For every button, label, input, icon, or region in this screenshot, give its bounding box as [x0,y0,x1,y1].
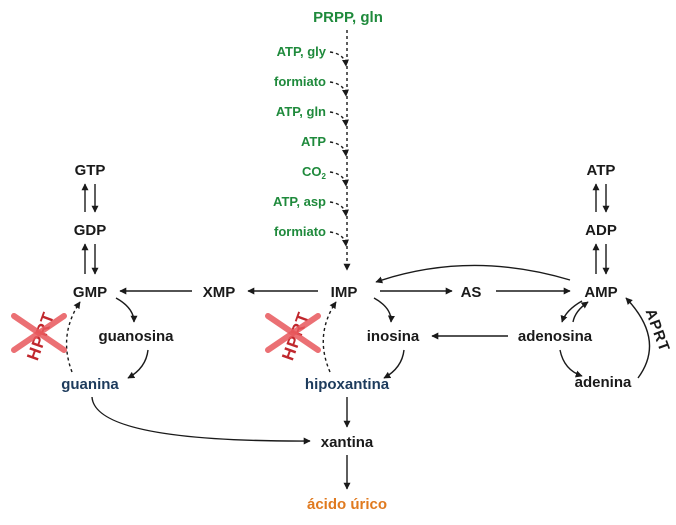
gdp-node: GDP [74,222,107,239]
input-co2: CO2 [302,164,327,181]
hprt-left-cross-icon [11,313,67,353]
amp-to-adenosina-arrow [560,300,583,323]
guanina-node: guanina [61,376,119,393]
guanina-to-xantina-arrow [91,396,311,445]
co2-subscript: 2 [322,172,327,181]
imp-node: IMP [331,284,358,301]
adenosina-to-adenina-arrow [559,349,583,378]
gtp-node: GTP [75,162,106,179]
imp-to-inosina-arrow [373,297,395,323]
amp-node: AMP [584,284,617,301]
adenina-node: adenina [575,374,632,391]
acido-urico-node: ácido úrico [307,496,387,513]
gmp-node: GMP [73,284,107,301]
guanosina-to-guanina-arrow [127,349,149,379]
xmp-node: XMP [203,284,236,301]
as-node: AS [461,284,482,301]
inosina-node: inosina [367,328,420,345]
adenosina-node: adenosina [518,328,593,345]
xantina-node: xantina [321,434,374,451]
input-formiato-2: formiato [274,224,326,239]
hipoxantina-to-imp-dashed-arrow [322,301,337,373]
guanosina-node: guanosina [98,328,174,345]
adp-node: ADP [585,222,617,239]
prpp-gln-label: PRPP, gln [313,9,383,26]
hprt-mid-cross-icon [265,313,321,353]
input-formiato-1: formiato [274,74,326,89]
input-atp-gly: ATP, gly [277,44,327,59]
input-atp-asp: ATP, asp [273,194,326,209]
input-atp: ATP [301,134,326,149]
gmp-to-guanosina-arrow [115,297,138,323]
input-atp-gln: ATP, gln [276,104,326,119]
input-join-curves [329,51,349,247]
guanina-to-gmp-dashed-arrow [65,301,81,373]
amp-to-imp-arrow [375,264,571,284]
adenosina-to-amp-arrow [572,301,589,323]
adenina-to-amp-aprt-arrow [625,297,651,379]
hipoxantina-node: hipoxantina [305,376,390,393]
inosina-to-hipoxantina-arrow [383,349,405,379]
atp-node: ATP [587,162,616,179]
